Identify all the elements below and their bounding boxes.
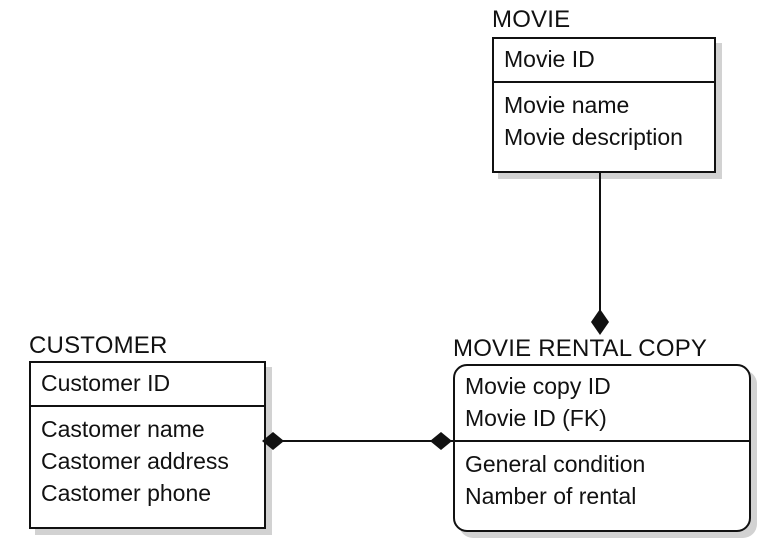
customer-entity-title: CUSTOMER bbox=[29, 332, 168, 359]
customer-key-field: Customer ID bbox=[41, 370, 171, 396]
movie-to-rental-copy-dot-icon bbox=[591, 309, 609, 335]
movie-rental-copy-key-section: Movie copy ID Movie ID (FK) bbox=[455, 366, 749, 442]
movie-entity: Movie ID Movie name Movie description bbox=[492, 37, 716, 173]
customer-attribute-field: Castomer name bbox=[41, 416, 205, 442]
movie-rental-copy-entity-title: MOVIE RENTAL COPY bbox=[453, 335, 708, 362]
customer-attribute-field: Castomer phone bbox=[41, 480, 212, 506]
movie-rental-copy-attribute-section: General condition Namber of rental bbox=[455, 442, 749, 516]
movie-attribute-field: Movie description bbox=[504, 124, 683, 150]
movie-rental-copy-key-field: Movie copy ID bbox=[465, 373, 611, 399]
movie-attribute-section: Movie name Movie description bbox=[494, 83, 714, 157]
movie-key-section: Movie ID bbox=[494, 39, 714, 83]
movie-key-field: Movie ID bbox=[504, 46, 595, 72]
movie-entity-title: MOVIE bbox=[492, 6, 571, 33]
customer-entity: Customer ID Castomer name Castomer addre… bbox=[29, 361, 266, 529]
customer-attribute-section: Castomer name Castomer address Castomer … bbox=[31, 407, 264, 513]
movie-rental-copy-entity: Movie copy ID Movie ID (FK) General cond… bbox=[453, 364, 751, 532]
customer-attribute-field: Castomer address bbox=[41, 448, 229, 474]
movie-attribute-field: Movie name bbox=[504, 92, 630, 118]
movie-rental-copy-attribute-field: Namber of rental bbox=[465, 483, 637, 509]
movie-rental-copy-attribute-field: General condition bbox=[465, 451, 646, 477]
customer-key-section: Customer ID bbox=[31, 363, 264, 407]
rental-copy-side-dot-icon bbox=[430, 432, 452, 450]
movie-rental-copy-key-field: Movie ID (FK) bbox=[465, 405, 607, 431]
